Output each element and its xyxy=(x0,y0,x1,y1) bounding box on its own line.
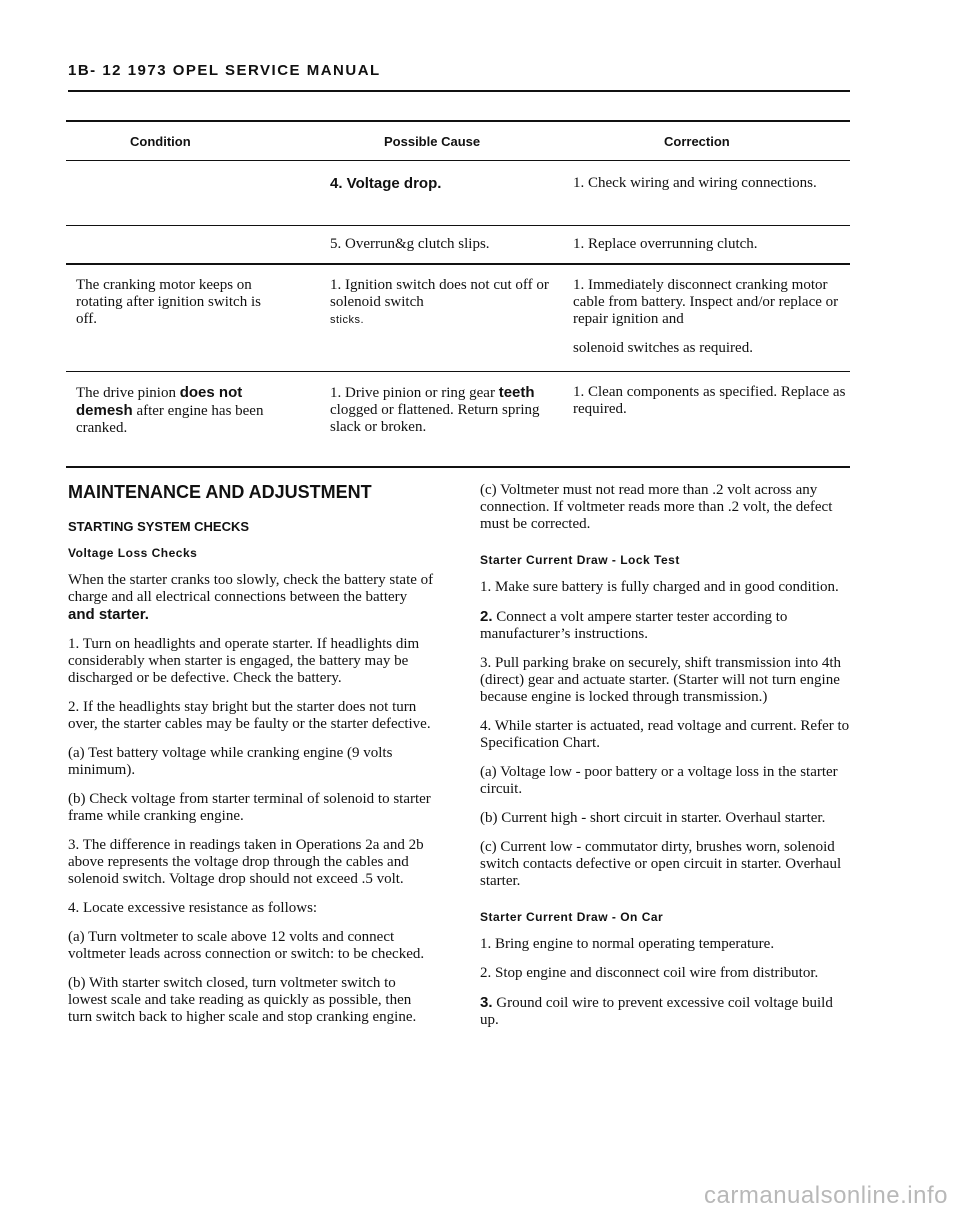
paragraph: 2. If the headlights stay bright but the… xyxy=(68,699,431,732)
table-header: Condition Possible Cause Correction xyxy=(66,120,850,161)
diagnosis-table: Condition Possible Cause Correction 4. V… xyxy=(66,120,850,468)
subsection-heading: STARTING SYSTEM CHECKS xyxy=(68,519,250,534)
watermark: carmanualsonline.info xyxy=(704,1182,948,1209)
paragraph: 2. Connect a volt ampere starter tester … xyxy=(480,608,788,642)
table-cell-correction: 1. Immediately disconnect cranking motor… xyxy=(573,277,839,356)
table-row: The drive pinion does not demesh after e… xyxy=(66,372,850,468)
paragraph: (c) Voltmeter must not read more than .2… xyxy=(480,482,833,532)
paragraph: (a) Turn voltmeter to scale above 12 vol… xyxy=(68,929,425,962)
subsubsection-heading: Voltage Loss Checks xyxy=(68,546,198,560)
table-cell-condition: The cranking motor keeps on rotating aft… xyxy=(76,277,261,327)
paragraph: (c) Current low - commutator dirty, brus… xyxy=(480,839,842,889)
col-header-cause: Possible Cause xyxy=(384,134,481,149)
table-cell-correction: 1. Check wiring and wiring connections. xyxy=(573,175,817,191)
subsubsection-heading: Starter Current Draw - On Car xyxy=(480,910,664,924)
paragraph: 4. Locate excessive resistance as follow… xyxy=(68,900,318,916)
table-row: 5. Overrun&g clutch slips. 1. Replace ov… xyxy=(66,226,850,264)
col-header-correction: Correction xyxy=(664,134,730,149)
table-row: The cranking motor keeps on rotating aft… xyxy=(66,264,850,372)
paragraph: (b) Current high - short circuit in star… xyxy=(480,810,826,826)
table-cell-cause: 1. Drive pinion or ring gear teeth clogg… xyxy=(330,384,540,435)
page-header-title: 1B- 12 1973 OPEL SERVICE MANUAL xyxy=(68,62,381,79)
paragraph: 3. Ground coil wire to prevent excessive… xyxy=(480,994,833,1028)
paragraph: When the starter cranks too slowly, chec… xyxy=(68,572,434,623)
table-cell-condition: The drive pinion does not demesh after e… xyxy=(76,384,264,436)
left-column: MAINTENANCE AND ADJUSTMENT STARTING SYST… xyxy=(68,482,434,1038)
table-cell-cause: 4. Voltage drop. xyxy=(330,175,442,192)
table-cell-correction: 1. Replace overrunning clutch. xyxy=(573,236,758,252)
paragraph: 1. Turn on headlights and operate starte… xyxy=(68,636,420,686)
table-cell-cause: 5. Overrun&g clutch slips. xyxy=(330,236,490,252)
paragraph: (a) Test battery voltage while cranking … xyxy=(68,745,393,778)
paragraph: (b) With starter switch closed, turn vol… xyxy=(68,975,417,1025)
paragraph: (a) Voltage low - poor battery or a volt… xyxy=(480,764,838,797)
paragraph: 2. Stop engine and disconnect coil wire … xyxy=(480,965,819,981)
table-row: 4. Voltage drop. 1. Check wiring and wir… xyxy=(66,161,850,226)
section-heading: MAINTENANCE AND ADJUSTMENT xyxy=(68,482,372,502)
table-cell-correction: 1. Clean components as specified. Replac… xyxy=(573,384,846,417)
right-column: (c) Voltmeter must not read more than .2… xyxy=(480,482,850,1041)
subsubsection-heading: Starter Current Draw - Lock Test xyxy=(480,553,680,567)
paragraph: (b) Check voltage from starter terminal … xyxy=(68,791,431,824)
page-header: 1B- 12 1973 OPEL SERVICE MANUAL xyxy=(68,62,850,92)
paragraph: 3. Pull parking brake on securely, shift… xyxy=(480,655,842,705)
paragraph: 3. The difference in readings taken in O… xyxy=(68,837,424,887)
col-header-condition: Condition xyxy=(130,134,191,149)
paragraph: 4. While starter is actuated, read volta… xyxy=(480,718,850,751)
paragraph: 1. Make sure battery is fully charged an… xyxy=(480,579,839,595)
paragraph: 1. Bring engine to normal operating temp… xyxy=(480,936,775,952)
table-cell-cause: 1. Ignition switch does not cut off or s… xyxy=(330,277,549,326)
